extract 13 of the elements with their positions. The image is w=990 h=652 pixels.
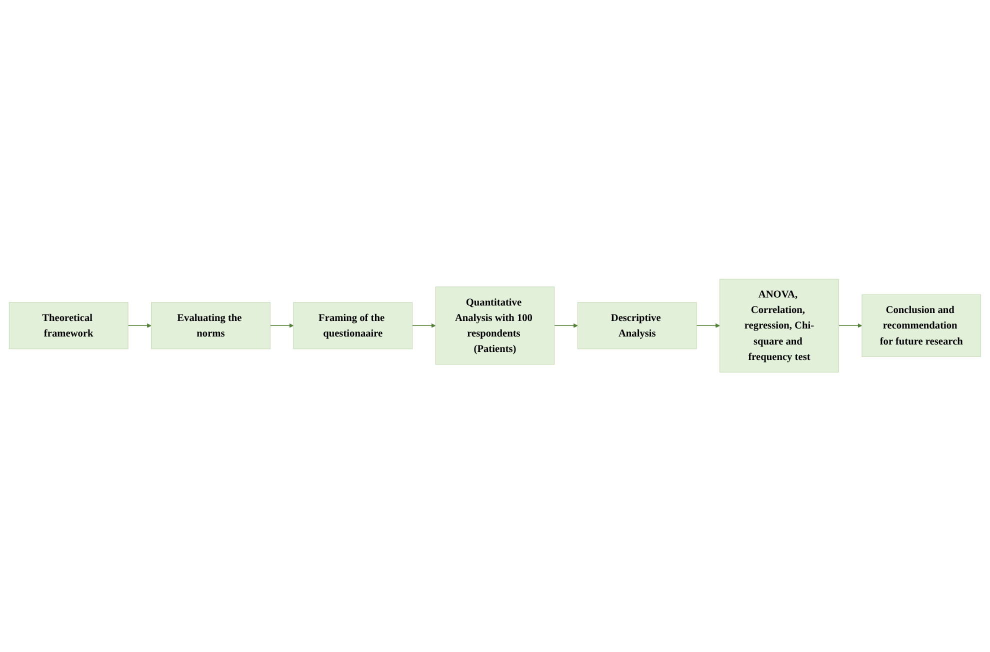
node-box: Conclusion and recommendation for future research [862, 294, 982, 358]
node-box: Descriptive Analysis [577, 302, 697, 350]
arrow [554, 324, 578, 328]
node-box: ANOVA, Correlation, regression, Chi-square and frequency test [720, 279, 839, 373]
arrow [696, 324, 720, 328]
arrow [128, 324, 152, 328]
arrow [270, 324, 294, 328]
arrow [838, 324, 862, 328]
arrow [412, 324, 436, 328]
node-box: Framing of the questionaaire [293, 302, 413, 350]
node-box: Evaluating the norms [151, 302, 270, 350]
node-box: Theoretical framework [8, 302, 128, 350]
node-box: Quantitative Analysis with 100 respondents (Patients) [435, 286, 555, 366]
